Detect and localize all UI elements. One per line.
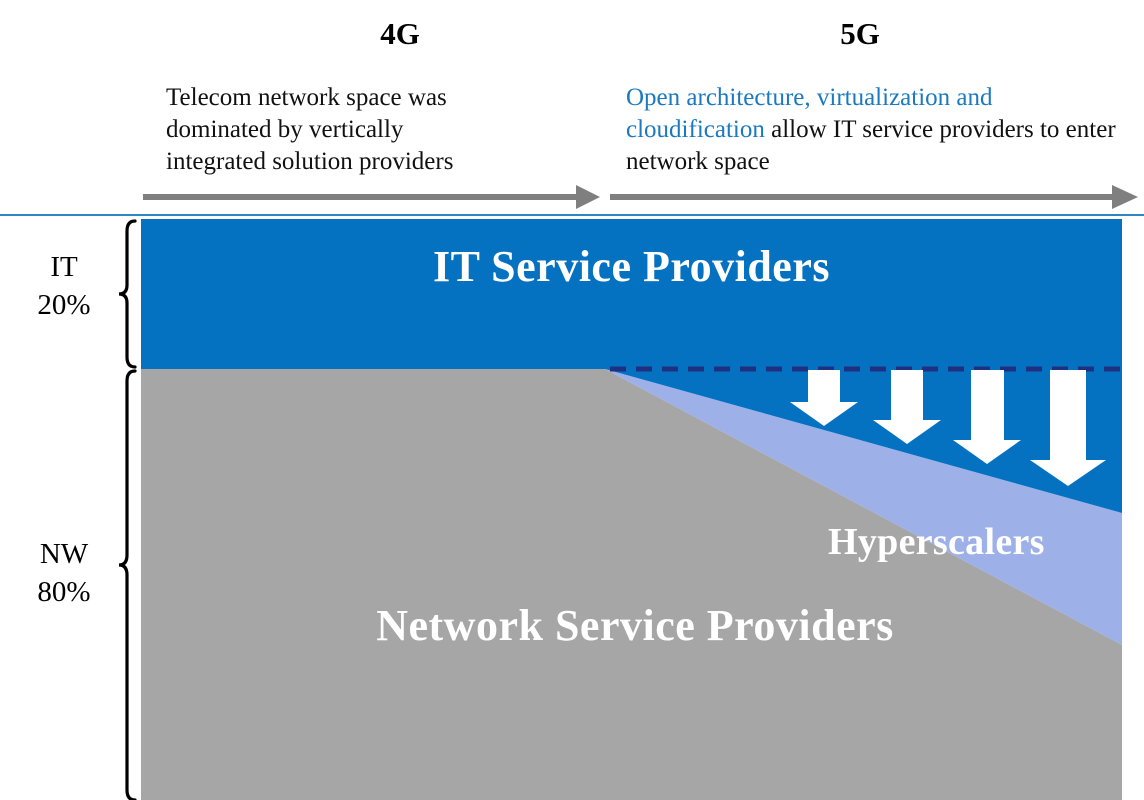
- band-network-service-providers: [141, 369, 1122, 800]
- axis-label-nw-name: NW: [39, 538, 89, 570]
- band-hyperscalers: [605, 369, 1122, 645]
- axis-label-nw-percent: 80%: [37, 576, 91, 608]
- band-label-hyperscalers: Hyperscalers: [828, 521, 1045, 563]
- axis-label-nw: NW 80%: [14, 535, 114, 611]
- downward-arrow-3: [953, 370, 1021, 464]
- description-line-1: Telecom network space was: [166, 84, 447, 111]
- generation-title-4g: 4G: [380, 16, 420, 51]
- downward-arrow-4: [1030, 370, 1106, 486]
- generation-description-5g: Open architecture, virtualization and cl…: [626, 82, 1116, 178]
- generation-description-4g: Telecom network space was dominated by v…: [166, 82, 586, 178]
- band-label-network-service-providers: Network Service Providers: [376, 601, 894, 650]
- description-rest-5g: allow IT service providers to enter netw…: [626, 116, 1116, 175]
- bracket-it: [118, 219, 137, 369]
- timeline-arrow-5g: [610, 185, 1138, 209]
- downward-arrow-2: [873, 370, 941, 444]
- axis-label-it-percent: 20%: [37, 289, 91, 321]
- generation-title-5g: 5G: [840, 16, 880, 51]
- description-line-3: integrated solution providers: [166, 148, 454, 175]
- axis-label-it: IT 20%: [14, 248, 114, 324]
- bracket-nw: [118, 369, 137, 800]
- band-it-service-providers: [141, 219, 1122, 513]
- axis-label-it-name: IT: [50, 251, 78, 283]
- description-highlight-5g: Open architecture, virtualization and cl…: [626, 84, 993, 143]
- band-label-it-service-providers: IT Service Providers: [433, 242, 830, 291]
- timeline-arrow-4g: [143, 185, 600, 209]
- description-line-2: dominated by vertically: [166, 116, 404, 143]
- downward-arrow-1: [790, 370, 858, 426]
